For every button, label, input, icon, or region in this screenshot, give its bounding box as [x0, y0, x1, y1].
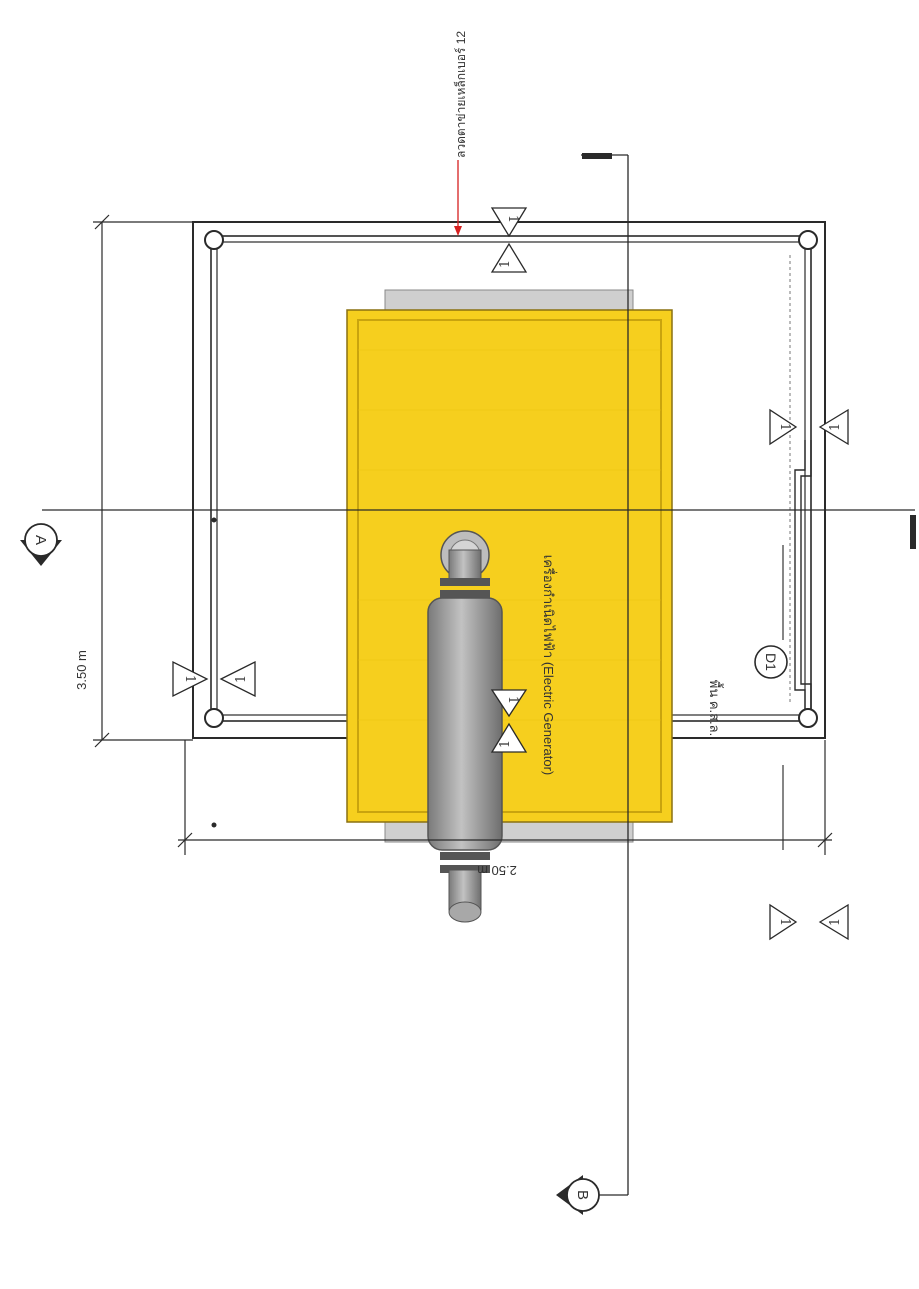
elevation-marker-left-inner: 1 — [219, 660, 256, 698]
floor-label: พื้น ค.ส.ล. — [707, 680, 724, 737]
pad-shading — [358, 349, 661, 721]
svg-text:1: 1 — [498, 260, 513, 268]
section-b-top-bar — [582, 153, 612, 159]
elevation-marker-top-outer: 1 — [490, 207, 528, 238]
post-top-right — [798, 230, 818, 250]
skid-bottom — [384, 819, 634, 843]
skid-top — [384, 289, 634, 313]
door-tag-label: D1 — [763, 653, 779, 671]
door-tag: D1 — [754, 645, 788, 679]
svg-text:1: 1 — [828, 918, 843, 926]
dimension-length — [93, 214, 193, 748]
post-bottom-right — [798, 708, 818, 728]
svg-text:1: 1 — [182, 675, 197, 683]
generator-machine — [427, 530, 503, 923]
section-a-label: A — [32, 535, 49, 545]
post-mid-2 — [211, 822, 217, 828]
section-b-marker: B — [556, 1175, 600, 1215]
dimension-width — [177, 740, 833, 855]
elevation-marker-bottom-outer: 1 — [490, 722, 528, 753]
elevation-marker-bottom-inner: 1 — [490, 689, 528, 718]
post-mid-1 — [211, 517, 217, 523]
elevation-marker-right-lower-inner: 1 — [769, 903, 798, 941]
mesh-callout-label: ลวดตาข่ายเหล็กเบอร์ 12 — [453, 31, 468, 158]
dimension-length-label: 3.50 m — [74, 650, 89, 690]
svg-text:1: 1 — [777, 918, 792, 926]
generator-pad-inner — [357, 319, 662, 813]
post-bottom-left — [204, 708, 224, 728]
svg-text:1: 1 — [234, 675, 249, 683]
generator-label: เครื่องกำเนิดไฟฟ้า (Electric Generator) — [541, 555, 557, 776]
section-a-end-tick — [910, 515, 916, 549]
elevation-marker-top-inner: 1 — [490, 242, 528, 273]
section-b-label: B — [574, 1190, 591, 1200]
mesh-callout-arrow — [454, 226, 462, 236]
elevation-marker-right-upper-inner: 1 — [769, 408, 798, 446]
svg-text:1: 1 — [498, 740, 513, 748]
dimension-width-label: 2.50 m — [477, 863, 517, 878]
svg-text:1: 1 — [828, 423, 843, 431]
elevation-marker-left-outer: 1 — [172, 660, 209, 698]
door-notch — [794, 440, 812, 720]
svg-text:1: 1 — [777, 423, 792, 431]
elevation-marker-right-lower-outer: 1 — [818, 903, 849, 941]
svg-text:1: 1 — [505, 215, 520, 223]
post-top-left — [204, 230, 224, 250]
elevation-marker-right-upper-outer: 1 — [818, 408, 849, 446]
section-a-marker: A — [20, 523, 62, 566]
svg-text:1: 1 — [505, 696, 520, 704]
